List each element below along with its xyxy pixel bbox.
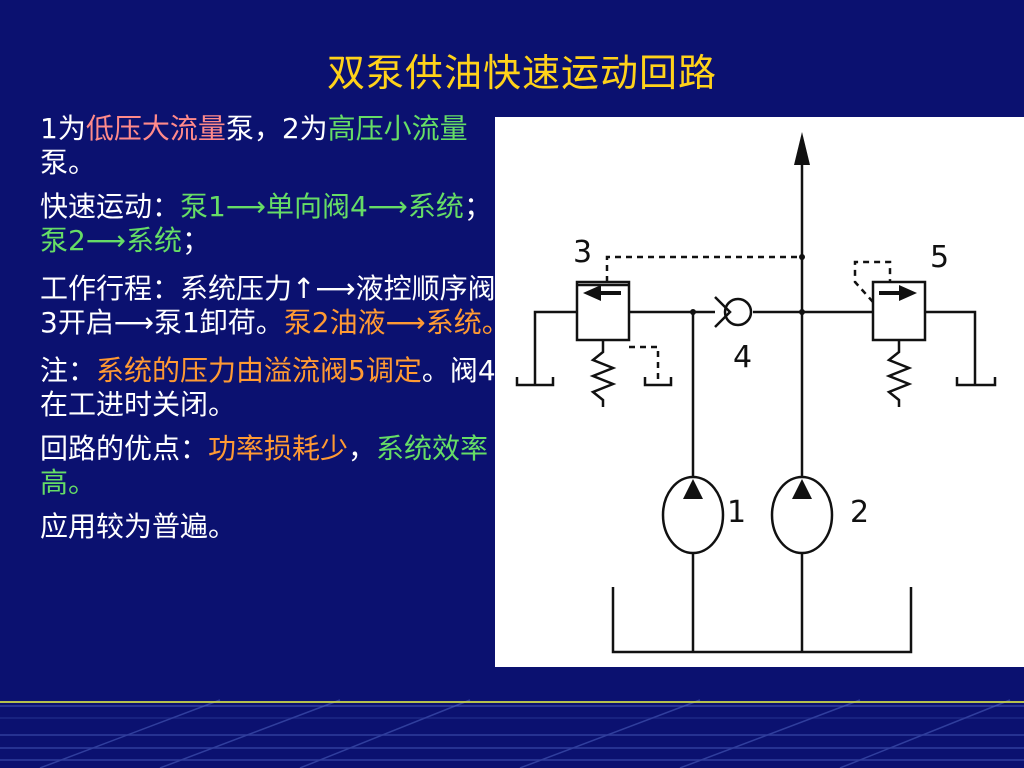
- paragraph-pumps: 1为低压大流量泵，2为高压小流量泵。: [40, 112, 510, 180]
- text-span: ；: [463, 190, 492, 223]
- highlight-path-2: 泵2⟶系统: [40, 224, 182, 257]
- text-span: 泵，2为: [225, 112, 328, 145]
- text-span: 回路的优点：: [40, 432, 209, 465]
- label-pump-2: 2: [850, 495, 869, 530]
- hydraulic-circuit-diagram: 3 5 4 1 2: [495, 117, 1024, 667]
- text-span: 泵。: [40, 146, 97, 179]
- sequence-valve-3: [575, 280, 631, 342]
- circuit-svg: 3 5 4 1 2: [515, 132, 997, 654]
- paragraph-application: 应用较为普遍。: [40, 510, 510, 544]
- highlight-high-pressure: 高压小流量: [327, 112, 468, 145]
- label-valve-3: 3: [573, 235, 592, 270]
- highlight-path-1: 泵1⟶单向阀4⟶系统: [180, 190, 464, 223]
- valve-3-arrow: [583, 285, 601, 301]
- pump-1-arrow: [683, 479, 703, 499]
- paragraph-work-stroke: 工作行程：系统压力↑⟶液控顺序阀3开启⟶泵1卸荷。泵2油液⟶系统。: [40, 272, 510, 340]
- system-outlet-arrow: [794, 132, 810, 165]
- text-span: 工作行程：系统压力↑⟶液控顺序阀3开启⟶泵1卸荷。: [40, 272, 496, 339]
- highlight-efficiency: 系统效率高。: [40, 432, 489, 499]
- text-span: 。阀4在工进时关闭。: [40, 354, 496, 421]
- text-span: ，: [348, 432, 377, 465]
- label-check-valve-4: 4: [733, 340, 752, 375]
- text-span: ；: [181, 224, 210, 257]
- label-pump-1: 1: [727, 495, 746, 530]
- content-text: 1为低压大流量泵，2为高压小流量泵。 快速运动：泵1⟶单向阀4⟶系统；泵2⟶系统…: [40, 112, 510, 558]
- text-span: 快速运动：: [40, 190, 181, 223]
- paragraph-fast-motion: 快速运动：泵1⟶单向阀4⟶系统；泵2⟶系统；: [40, 190, 510, 258]
- text-span: 1为: [40, 112, 86, 145]
- highlight-pump2-oil: 泵2油液⟶系统。: [283, 306, 510, 339]
- tank-line: [611, 587, 913, 654]
- highlight-low-loss: 功率损耗少: [208, 432, 349, 465]
- highlight-low-pressure: 低压大流量: [85, 112, 226, 145]
- paragraph-advantages: 回路的优点：功率损耗少，系统效率高。: [40, 432, 510, 500]
- page-title: 双泵供油快速运动回路: [326, 51, 717, 95]
- check-valve-4: [723, 297, 753, 327]
- pump-2-arrow: [792, 479, 812, 499]
- label-valve-5: 5: [930, 240, 949, 275]
- valve-5-arrow: [899, 285, 917, 301]
- text-span: 注：: [40, 354, 97, 387]
- highlight-relief-valve: 系统的压力由溢流阀5调定: [96, 354, 422, 387]
- paragraph-note: 注：系统的压力由溢流阀5调定。阀4在工进时关闭。: [40, 354, 510, 422]
- text-span: 应用较为普遍。: [40, 510, 237, 543]
